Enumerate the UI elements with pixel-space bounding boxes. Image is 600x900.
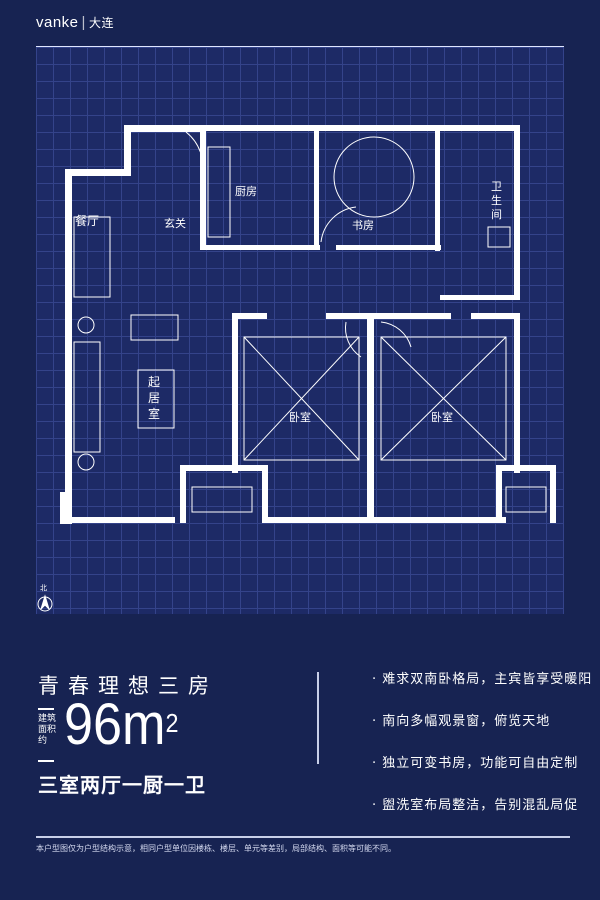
vertical-divider xyxy=(317,672,319,764)
feature-list: · 难求双南卧格局，主宾皆享受暖阳 · 南向多幅观景窗，俯览天地 · 独立可变书… xyxy=(372,666,592,834)
area-label: 建筑面积约 xyxy=(38,714,57,746)
brand-logo: vanke|大连 xyxy=(36,14,114,31)
feature-item: · 独立可变书房，功能可自由定制 xyxy=(372,756,579,771)
area-number: 96m xyxy=(64,692,166,757)
room-label-living: 起居室 xyxy=(148,375,161,421)
area-value: 96m2 xyxy=(64,693,179,757)
logo-city: 大连 xyxy=(88,16,114,30)
logo-text: vanke xyxy=(36,14,79,31)
north-arrow-icon xyxy=(37,594,53,612)
feature-item: · 难求双南卧格局，主宾皆享受暖阳 xyxy=(372,672,593,687)
feature-item: · 盥洗室布局整洁，告别混乱局促 xyxy=(372,798,579,813)
area-superscript: 2 xyxy=(165,708,179,738)
divider-dash xyxy=(38,760,54,762)
room-label-dining: 餐厅 xyxy=(75,214,100,228)
room-label-kitchen: 厨房 xyxy=(235,185,257,198)
room-label-bedroom-1: 卧室 xyxy=(289,411,311,424)
room-label-study: 书房 xyxy=(352,219,374,232)
room-label-entry: 玄关 xyxy=(164,217,186,230)
floor-plan: 玄关 厨房 书房 卫生间 餐厅 起居室 卧室 卧室 北 xyxy=(36,46,564,614)
divider-dash xyxy=(38,708,54,710)
plan-title: 青春理想三房 xyxy=(38,674,218,698)
logo-separator: | xyxy=(81,14,86,31)
room-label-bedroom-2: 卧室 xyxy=(431,411,453,424)
layout-summary: 三室两厅一厨一卫 xyxy=(38,773,206,797)
room-label-bathroom: 卫生间 xyxy=(491,180,502,221)
north-label: 北 xyxy=(40,584,47,592)
horizontal-divider xyxy=(36,836,570,838)
feature-item: · 南向多幅观景窗，俯览天地 xyxy=(372,714,551,729)
floor-plan-walls xyxy=(37,125,556,612)
disclaimer: 本户型图仅为户型结构示意，相同户型单位因楼栋、楼层、单元等差别，局部结构、面积等… xyxy=(36,844,396,853)
